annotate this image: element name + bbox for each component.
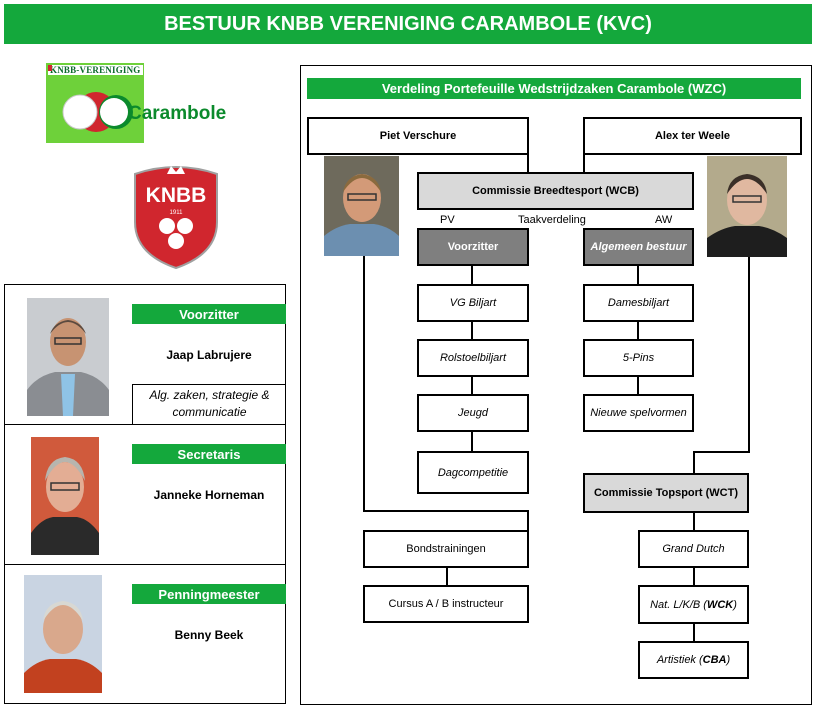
connector-line [637,320,639,340]
box-damesbiljart: Damesbiljart [583,284,694,322]
box-label: 5-Pins [622,352,655,364]
connector-line [693,622,695,642]
connector-line [748,255,750,453]
box-artistiek: Artistiek ( CBA ) [638,641,749,679]
box-rolstoelbiljart: Rolstoelbiljart [417,339,529,377]
box-label: ) [733,598,737,611]
box-dagcompetitie: Dagcompetitie [417,451,529,494]
member-photo-voorzitter [27,298,109,416]
divider [5,424,285,425]
connector-line [693,511,695,531]
member-photo-penningmeester [24,575,102,693]
board-panel: Voorzitter Jaap Labrujere Alg. zaken, st… [4,284,286,704]
member-name-penningmeester: Benny Beek [174,628,244,642]
box-jeugd: Jeugd [417,394,529,432]
box-vg-biljart: VG Biljart [417,284,529,322]
connector-line [471,265,473,285]
member-name-voorzitter: Jaap Labrujere [166,348,252,362]
box-label-bold: WCK [706,598,734,611]
knbb-shield-icon: KNBB 1911 [134,166,218,270]
billiard-balls-icon [48,65,133,132]
box-label: Grand Dutch [662,543,725,555]
label-pv: PV [440,214,455,226]
box-label: ) [726,654,731,666]
member-duties-voorzitter: Alg. zaken, strategie & communicatie [132,384,286,424]
label-aw: AW [655,214,673,226]
connector-line [363,510,528,512]
box-grand-dutch: Grand Dutch [638,530,749,568]
connector-line [693,451,695,473]
kvc-logo: KNBB-VERENIGING Carambole [46,63,226,143]
connector-line [527,153,529,173]
connector-line [471,430,473,452]
box-nat-lkb: Nat. L/K/B ( WCK ) [638,585,749,624]
connector-line [471,320,473,340]
connector-line [446,566,448,586]
box-bondstrainingen: Bondstrainingen [363,530,529,568]
box-label: Damesbiljart [607,297,670,309]
connector-line [471,375,473,395]
knbb-logo-text: KNBB [146,184,207,207]
person-box-piet-verschure: Piet Verschure [307,117,529,155]
connector-line [637,265,639,285]
connector-line [583,153,585,173]
box-label: Dagcompetitie [437,466,509,479]
connector-line [693,451,750,453]
box-label: VG Biljart [449,297,497,309]
connector-line [363,255,365,512]
knbb-logo: KNBB 1911 [127,162,225,270]
page-title: BESTUUR KNBB VERENIGING CARAMBOLE (KVC) [4,4,812,44]
box-commissie-breedtesport: Commissie Breedtesport (WCB) [417,172,694,210]
connector-line [637,375,639,395]
box-nieuwe-spelvormen: Nieuwe spelvormen [583,394,694,432]
member-name-secretaris: Janneke Horneman [153,488,265,502]
role-label-penningmeester: Penningmeester [132,584,286,604]
box-label: Nat. L/K/B ( [650,598,707,611]
box-label: Bondstrainingen [406,543,486,555]
box-label: Jeugd [458,407,488,419]
photo-alex-ter-weele [707,156,787,257]
box-label: Commissie Topsport (WCT) [593,487,738,499]
photo-piet-verschure [324,156,399,256]
label-taakverdeling: Taakverdeling [518,214,586,226]
knbb-logo-year: 1911 [170,210,184,216]
org-chart-title: Verdeling Portefeuille Wedstrijdzaken Ca… [307,78,801,99]
box-5-pins: 5-Pins [583,339,694,377]
box-label: Rolstoelbiljart [439,352,507,364]
connector-line [693,566,695,586]
box-label: Voorzitter [447,241,499,253]
org-chart-panel [300,65,812,705]
box-label: Cursus A / B instructeur [388,598,504,610]
box-commissie-topsport: Commissie Topsport (WCT) [583,473,749,513]
role-label-voorzitter: Voorzitter [132,304,286,324]
box-label: Commissie Breedtesport (WCB) [472,185,639,197]
box-label: Artistiek ( [656,654,703,666]
connector-line [527,510,529,530]
box-voorzitter: Voorzitter [417,228,529,266]
person-name: Piet Verschure [379,130,457,142]
member-photo-secretaris [31,437,99,555]
kvc-logo-tag: KNBB-VERENIGING [48,65,143,75]
person-name: Alex ter Weele [654,130,730,142]
divider [5,564,285,565]
box-label-bold: CBA [702,654,727,666]
role-label-secretaris: Secretaris [132,444,286,464]
box-algemeen-bestuur: Algemeen bestuur [583,228,694,266]
box-label: Algemeen bestuur [590,241,687,253]
box-label: Nieuwe spelvormen [590,407,687,419]
kvc-logo-wordmark: Carambole [128,103,227,124]
person-box-alex-ter-weele: Alex ter Weele [583,117,802,155]
box-cursus-instructeur: Cursus A / B instructeur [363,585,529,623]
